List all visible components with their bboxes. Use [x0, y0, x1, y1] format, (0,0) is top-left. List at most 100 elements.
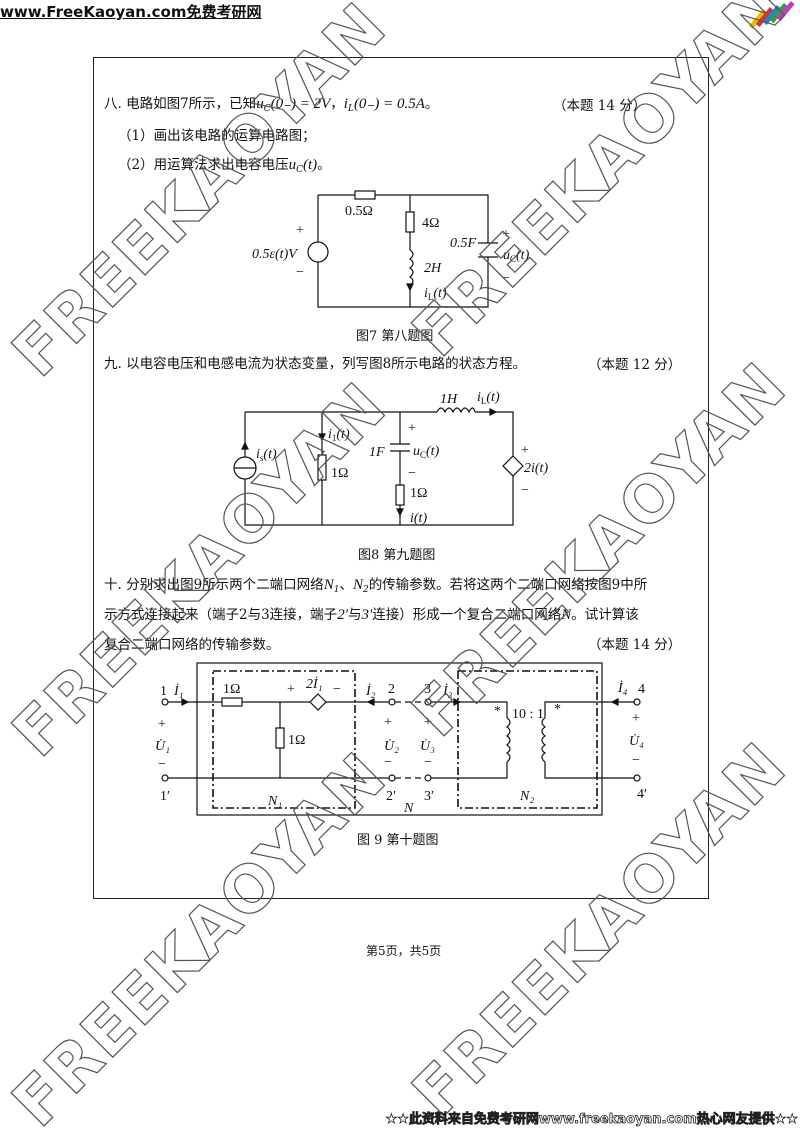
label-r2: 1Ω: [410, 486, 427, 501]
label-4ohm: 4Ω: [422, 216, 439, 231]
cap-plus: +: [502, 227, 510, 242]
figure-9-circuit: [161, 662, 641, 816]
dep-minus-9: −: [333, 682, 341, 697]
q10-N1-sub: 1: [333, 585, 340, 595]
cap-plus-8: +: [408, 421, 416, 436]
cap-minus-8: −: [408, 466, 416, 481]
label-t2: 2: [388, 682, 395, 697]
q8-il0-sub: L: [347, 104, 354, 114]
terminal-4p: [633, 774, 641, 782]
q10-text-c: 示方式连接起来（端子2与3连接，端子: [104, 607, 338, 623]
label-t2p: 2′: [386, 789, 396, 804]
label-uc-8: uC(t): [413, 444, 440, 460]
dot-secondary: *: [554, 702, 561, 717]
capacitor-icon: [478, 242, 498, 258]
label-U1: U̇₁: [155, 738, 170, 754]
dependent-source-icon: [309, 693, 327, 711]
inductor-icon: [408, 249, 414, 286]
resistor-1ohm-series-icon: [221, 697, 243, 707]
label-1H: 1H: [440, 392, 458, 407]
q8-part2-end: 。: [317, 157, 331, 173]
resistor-4-icon: [405, 211, 415, 233]
dep-minus: −: [521, 483, 529, 498]
figure-7-caption: 图7 第八题图: [356, 329, 434, 344]
label-i: i(t): [410, 511, 427, 526]
q10-N: N: [561, 607, 572, 623]
q8-part1: （1）画出该电路的运算电路图；: [118, 128, 316, 144]
q10-line3: 复合二端口网络的传输参数。: [104, 637, 280, 653]
label-2I1: 2İ₁: [306, 676, 323, 692]
site-logo: [748, 1, 795, 30]
terminal-4: [633, 698, 641, 706]
label-I1: İ₁: [173, 683, 184, 699]
label-I3: İ₃: [442, 683, 453, 699]
inductor-1H-icon: [436, 407, 476, 414]
dep-plus: +: [521, 443, 529, 458]
label-N1: N₁: [267, 794, 282, 809]
U1-minus: −: [158, 757, 166, 772]
q10-score: （本题 14 分）: [588, 637, 682, 653]
q8-end: 。: [424, 96, 439, 112]
label-0.5ohm: 0.5Ω: [345, 204, 373, 219]
network-N2-frame: [457, 670, 598, 809]
label-t4: 4: [638, 682, 645, 697]
q10-text-d: 与: [347, 607, 362, 623]
figure-8-caption: 图8 第九题图: [358, 548, 436, 563]
q10-text-b: 的传输参数。若将这两个二端口网络按图9中所: [368, 577, 648, 593]
network-N-frame: [196, 662, 603, 816]
resistor-1ohm-icon: [317, 454, 327, 481]
source-plus: +: [296, 223, 304, 238]
label-is: is(t): [256, 447, 277, 463]
label-r1-9: 1Ω: [223, 682, 240, 697]
terminal-1: [161, 698, 169, 706]
q8-part2-text: （2）用运算法求出电容电压: [118, 157, 289, 173]
label-r1: 1Ω: [331, 466, 348, 481]
label-t1p: 1′: [160, 789, 170, 804]
q8-uc0-sub: C: [263, 104, 271, 114]
q8-part2-sub: C: [296, 165, 303, 175]
U2-plus: +: [384, 715, 392, 730]
label-I4: İ₄: [617, 680, 628, 696]
q8-number: 八.: [104, 96, 122, 112]
page-frame: [93, 57, 709, 899]
q8-part2: （2）用运算法求出电容电压uC(t)。: [118, 153, 331, 175]
label-N2: N₂: [519, 789, 534, 804]
q9-score: （本题 12 分）: [588, 357, 682, 373]
q10-text-f: 。试计算该: [571, 607, 639, 623]
site-header-link[interactable]: www.FreeKaoyan.com免费考研网: [0, 3, 262, 21]
q10-N1: N: [323, 577, 334, 593]
resistor-1ohm-shunt-icon: [275, 727, 285, 749]
q8-statement: 八. 电路如图7所示，已知uC(0₋) = 2V，iL(0₋) = 0.5A。: [104, 92, 438, 114]
label-i1: i1(t): [328, 427, 350, 443]
label-t4p: 4′: [637, 787, 647, 802]
label-2i: 2i(t): [524, 461, 548, 476]
figure-9-caption: 图 9 第十题图: [357, 833, 439, 848]
q8-part2-rest: (t): [302, 157, 318, 173]
dot-primary: *: [494, 704, 501, 719]
label-2H: 2H: [424, 261, 442, 276]
resistor-1ohm-icon-2: [395, 484, 405, 506]
terminal-2p: [388, 774, 396, 782]
U4-minus: −: [632, 753, 640, 768]
voltage-source-icon: [307, 241, 329, 263]
q10-comma: 、: [339, 577, 353, 593]
source-minus: −: [296, 265, 304, 280]
transformer-primary-icon: [505, 717, 511, 763]
figure-7-circuit: [307, 190, 498, 308]
q10-text-a: 分别求出图9所示两个二端口网络: [126, 577, 324, 593]
dep-plus-9: +: [287, 682, 295, 697]
label-r2-9: 1Ω: [288, 733, 305, 748]
U3-plus: +: [424, 715, 432, 730]
label-0.5F: 0.5F: [450, 236, 477, 251]
label-I2: İ₂: [365, 683, 376, 699]
q9-statement: 九. 以电容电压和电感电流为状态变量，列写图8所示电路的状态方程。: [104, 352, 526, 372]
label-source: 0.5ε(t)V: [252, 247, 298, 262]
q10-number: 十.: [104, 577, 122, 593]
q8-uc0: u: [256, 96, 264, 112]
U2-minus: −: [384, 755, 392, 770]
label-1F: 1F: [369, 445, 385, 460]
q8-sep: ，: [330, 96, 344, 112]
q8-il0: i: [343, 96, 348, 112]
dependent-voltage-source-icon: [502, 455, 524, 477]
